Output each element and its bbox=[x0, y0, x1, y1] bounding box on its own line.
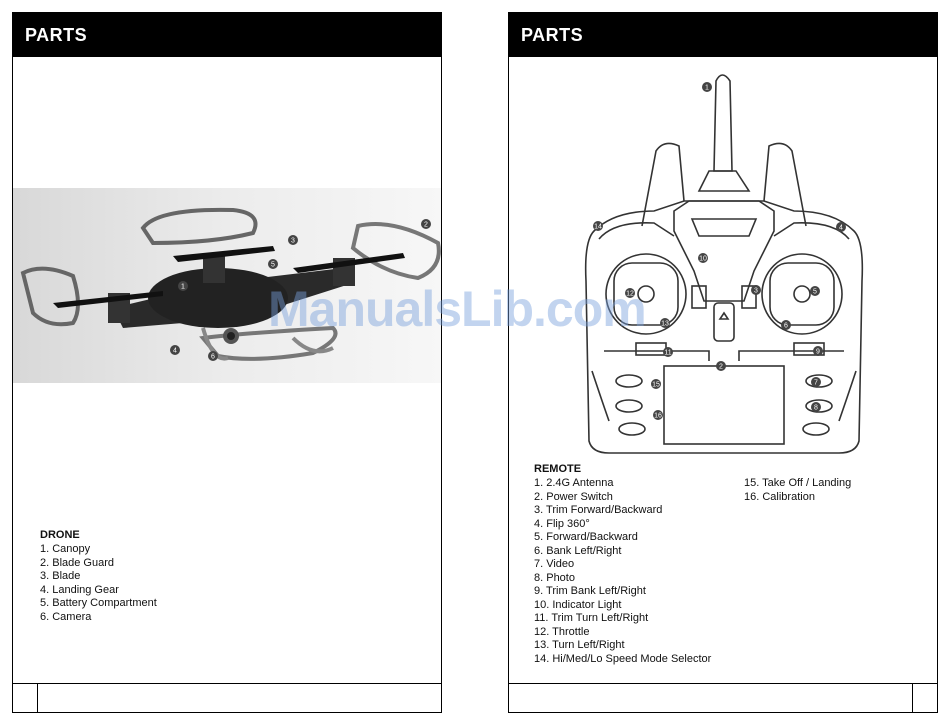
list-item: 9. Trim Bank Left/Right bbox=[534, 585, 646, 597]
callout-number: 16 bbox=[654, 413, 662, 420]
callout-number: 8 bbox=[814, 405, 818, 412]
list-item: 15. Take Off / Landing bbox=[744, 477, 852, 489]
page-footer bbox=[509, 683, 937, 712]
callout-number: 7 bbox=[814, 380, 818, 387]
callout-number: 10 bbox=[699, 256, 707, 263]
list-item: 14. Hi/Med/Lo Speed Mode Selector bbox=[534, 652, 712, 665]
drone-parts-list: DRONE 1. Canopy 2. Blade Guard 3. Blade … bbox=[40, 529, 157, 624]
callout-number: 9 bbox=[816, 349, 820, 356]
list-item: 4. Flip 360° bbox=[534, 517, 590, 530]
list-item: 2. Blade Guard bbox=[40, 556, 114, 569]
list-item: 6. Camera bbox=[40, 610, 92, 623]
list-item: 2. Power Switch bbox=[534, 490, 613, 503]
callout-1: 1 bbox=[181, 284, 185, 291]
callout-number: 1 bbox=[705, 85, 709, 92]
list-item: 8. Photo bbox=[534, 571, 575, 584]
right-page: PARTS bbox=[508, 12, 938, 713]
remote-illustration: 1 2 3 4 5 6 7 8 9 10 11 12 13 14 15 16 bbox=[584, 74, 864, 454]
list-item: 4. Landing Gear bbox=[40, 583, 119, 596]
page-header: PARTS bbox=[509, 13, 937, 57]
page-header: PARTS bbox=[13, 13, 441, 57]
left-page: PARTS 1 2 3 4 5 bbox=[12, 12, 442, 713]
callout-number: 11 bbox=[664, 350, 671, 357]
callout-4: 4 bbox=[173, 348, 177, 355]
remote-list-title: REMOTE bbox=[534, 463, 582, 475]
list-item: 13. Turn Left/Right bbox=[534, 639, 625, 651]
list-item: 5. Battery Compartment bbox=[40, 597, 157, 609]
drone-photo: 1 2 3 4 5 6 bbox=[13, 188, 441, 383]
callout-number: 4 bbox=[839, 225, 843, 232]
drone-list-title: DRONE bbox=[40, 529, 80, 541]
list-item: 10. Indicator Light bbox=[534, 598, 622, 611]
remote-parts-list-col2: 15. Take Off / Landing 16. Calibration bbox=[744, 477, 851, 504]
callout-6: 6 bbox=[211, 354, 215, 361]
list-item: 1. Canopy bbox=[40, 543, 91, 555]
callout-2: 2 bbox=[424, 222, 428, 229]
callout-number: 13 bbox=[661, 321, 669, 328]
callout-number: 2 bbox=[719, 364, 723, 371]
list-item: 16. Calibration bbox=[744, 490, 815, 503]
list-item: 12. Throttle bbox=[534, 625, 590, 638]
page-number-box bbox=[13, 684, 38, 712]
list-item: 5. Forward/Backward bbox=[534, 531, 638, 543]
callout-5: 5 bbox=[271, 262, 275, 269]
callout-number: 14 bbox=[594, 224, 602, 231]
callout-number: 3 bbox=[754, 288, 758, 295]
callout-3: 3 bbox=[291, 238, 295, 245]
callout-number: 12 bbox=[626, 291, 634, 298]
watermark: ManualsLib.com bbox=[268, 281, 647, 337]
list-item: 3. Blade bbox=[40, 570, 81, 582]
callout-number: 6 bbox=[784, 323, 788, 330]
page-footer bbox=[13, 683, 441, 712]
callout-number: 15 bbox=[652, 382, 660, 389]
remote-parts-list: REMOTE 1. 2.4G Antenna 2. Power Switch 3… bbox=[534, 463, 711, 666]
list-item: 6. Bank Left/Right bbox=[534, 544, 622, 557]
list-item: 3. Trim Forward/Backward bbox=[534, 504, 663, 516]
list-item: 1. 2.4G Antenna bbox=[534, 477, 614, 489]
callout-number: 5 bbox=[813, 289, 817, 296]
page-number-box bbox=[912, 684, 937, 712]
list-item: 11. Trim Turn Left/Right bbox=[534, 612, 649, 624]
list-item: 7. Video bbox=[534, 558, 575, 570]
